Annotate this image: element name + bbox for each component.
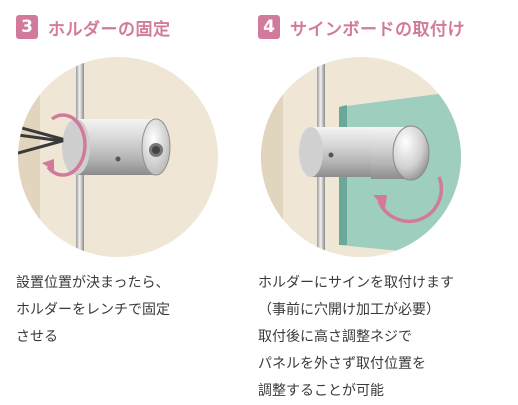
holder-wrench-illustration xyxy=(18,57,218,257)
step-3-header: 3 ホルダーの固定 xyxy=(16,12,171,42)
step-4-number-badge: 4 xyxy=(258,15,280,39)
step-3-number-badge: 3 xyxy=(16,15,38,39)
step-3-title: ホルダーの固定 xyxy=(48,19,171,40)
step-4-description-line: 取付後に高さ調整ネジで xyxy=(258,329,412,345)
step-3-illustration xyxy=(18,57,218,257)
step-4-header: 4 サインボードの取付け xyxy=(258,12,465,42)
step-4-description-line: 調整することが可能 xyxy=(258,383,384,399)
step-3-description-line: させる xyxy=(16,329,58,345)
step-3-description: 設置位置が決まったら、 ホルダーをレンチで固定 させる xyxy=(16,270,170,351)
step-4-description: ホルダーにサインを取付けます （事前に穴開け加工が必要） 取付後に高さ調整ネジで… xyxy=(258,270,454,405)
step-4-description-line: （事前に穴開け加工が必要） xyxy=(258,302,440,318)
step-3-description-line: 設置位置が決まったら、 xyxy=(16,275,170,291)
step-4-description-line: パネルを外さず取付位置を xyxy=(258,356,426,372)
step-4-illustration xyxy=(261,57,461,257)
step-3-description-line: ホルダーをレンチで固定 xyxy=(16,302,170,318)
step-4-description-line: ホルダーにサインを取付けます xyxy=(258,275,454,291)
signboard-mount-illustration xyxy=(261,57,461,257)
step-4-title: サインボードの取付け xyxy=(290,19,465,40)
